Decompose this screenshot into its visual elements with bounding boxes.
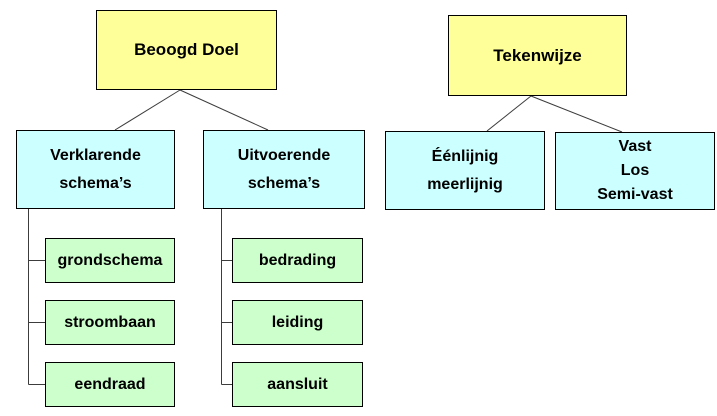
node-eendraad: eendraad <box>45 362 175 407</box>
node-stroombaan: stroombaan <box>45 300 175 345</box>
node-uitvoerende-schemas: Uitvoerende schema’s <box>203 130 365 209</box>
node-verklarende-schemas: Verklarende schema’s <box>16 130 175 209</box>
node-eenlijnig-meerlijnig: Éénlijnig meerlijnig <box>385 131 545 210</box>
node-vast-los-semi-vast: Vast Los Semi-vast <box>555 132 715 210</box>
node-tekenwijze: Tekenwijze <box>448 15 627 96</box>
node-beoogd-doel: Beoogd Doel <box>96 10 277 90</box>
node-leiding: leiding <box>232 300 363 345</box>
node-grondschema: grondschema <box>45 238 175 283</box>
node-aansluit: aansluit <box>232 362 363 407</box>
node-bedrading: bedrading <box>232 238 363 283</box>
